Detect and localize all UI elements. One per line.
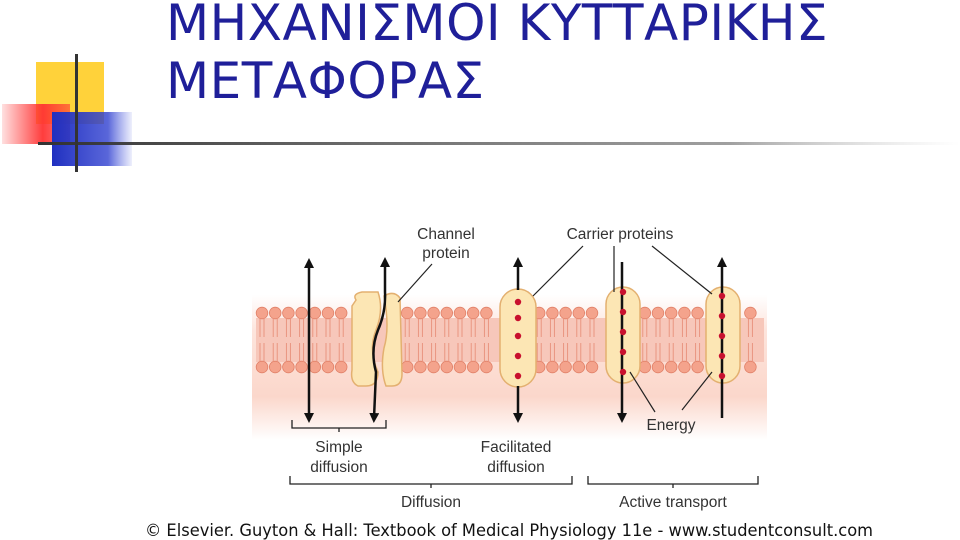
phospholipid-head [453,306,467,320]
slide-title: ΜΗΧΑΝΙΣΜΟΙ ΚΥΤΤΑΡΙΚΗΣ ΜΕΤΑΦΟΡΑΣ [166,0,828,110]
phospholipid-head [295,360,308,374]
transported-molecules [514,288,726,380]
phospholipid-head [282,306,295,320]
carrier-pointer-line-1 [532,245,584,297]
label-simple-diffusion-2: diffusion [310,459,367,476]
active-transport-bracket [587,476,759,488]
phospholipid-heads [255,306,757,374]
deco-blue-square [52,112,132,166]
phospholipid-head [308,360,322,374]
label-channel-protein-1: Channel [417,226,475,243]
deco-hline [38,142,960,145]
phospholipid-head [414,360,427,374]
label-facilitated-diffusion-1: Facilitated [481,439,552,456]
phospholipid-head [321,306,335,320]
phospholipid-head [480,360,493,374]
slide-title-line-2: ΜΕΤΑΦΟΡΑΣ [166,52,485,110]
label-facilitated-diffusion-2: diffusion [487,459,544,476]
phospholipid-head [691,360,704,374]
phospholipid-head [546,306,559,320]
slide-decoration [2,54,960,172]
label-diffusion: Diffusion [401,494,461,511]
phospholipid-head [414,306,427,320]
phospholipid-head [321,360,335,374]
diffusion-bracket [289,476,573,488]
phospholipid-tails [259,318,753,362]
label-simple-diffusion-1: Simple [315,439,362,456]
phospholipid-head [440,360,454,374]
channel-pointer-line [397,263,433,303]
channel-diffusion-arrow [369,257,390,423]
phospholipid-head [559,360,572,374]
phospholipid-head [572,360,586,374]
phospholipid-head [255,306,269,320]
phospholipid-head [255,360,269,374]
phospholipid-head [269,360,282,374]
phospholipid-head [665,360,678,374]
phospholipid-head [467,360,480,374]
phospholipid-head [480,306,493,320]
energy-pointer-line-1 [629,371,656,413]
phospholipid-head [453,360,467,374]
deco-vline [75,54,78,172]
phospholipid-head [440,306,454,320]
phospholipid-head [546,360,559,374]
phospholipid-head [295,306,308,320]
label-channel-protein-2: protein [422,245,469,262]
phospholipid-head [335,360,348,374]
phospholipid-head [467,306,480,320]
carrier-pointer-line-3 [651,245,713,295]
phospholipid-head [585,306,599,320]
phospholipid-head [269,306,282,320]
label-active-transport: Active transport [619,494,727,511]
phospholipid-head [427,360,440,374]
slide-title-line-1: ΜΗΧΑΝΙΣΜΟΙ ΚΥΤΤΑΡΙΚΗΣ [166,0,829,52]
phospholipid-head [678,360,691,374]
phospholipid-head [559,306,572,320]
phospholipid-head [585,360,599,374]
phospholipid-head [744,360,757,374]
label-carrier-proteins: Carrier proteins [567,226,674,243]
phospholipid-head [335,306,348,320]
label-energy: Energy [646,417,695,434]
phospholipid-head [572,306,586,320]
phospholipid-head [678,306,691,320]
phospholipid-head [401,360,414,374]
phospholipid-head [401,306,414,320]
phospholipid-head [308,306,322,320]
phospholipid-head [427,306,440,320]
phospholipid-head [282,360,295,374]
energy-pointer-line-2 [681,371,713,411]
phospholipid-head [651,360,665,374]
copyright-credit: © Elsevier. Guyton & Hall: Textbook of M… [145,521,873,540]
phospholipid-head [651,306,665,320]
simple-diffusion-bracket [291,420,387,432]
phospholipid-head [691,306,704,320]
phospholipid-head [665,306,678,320]
phospholipid-head [744,306,757,320]
